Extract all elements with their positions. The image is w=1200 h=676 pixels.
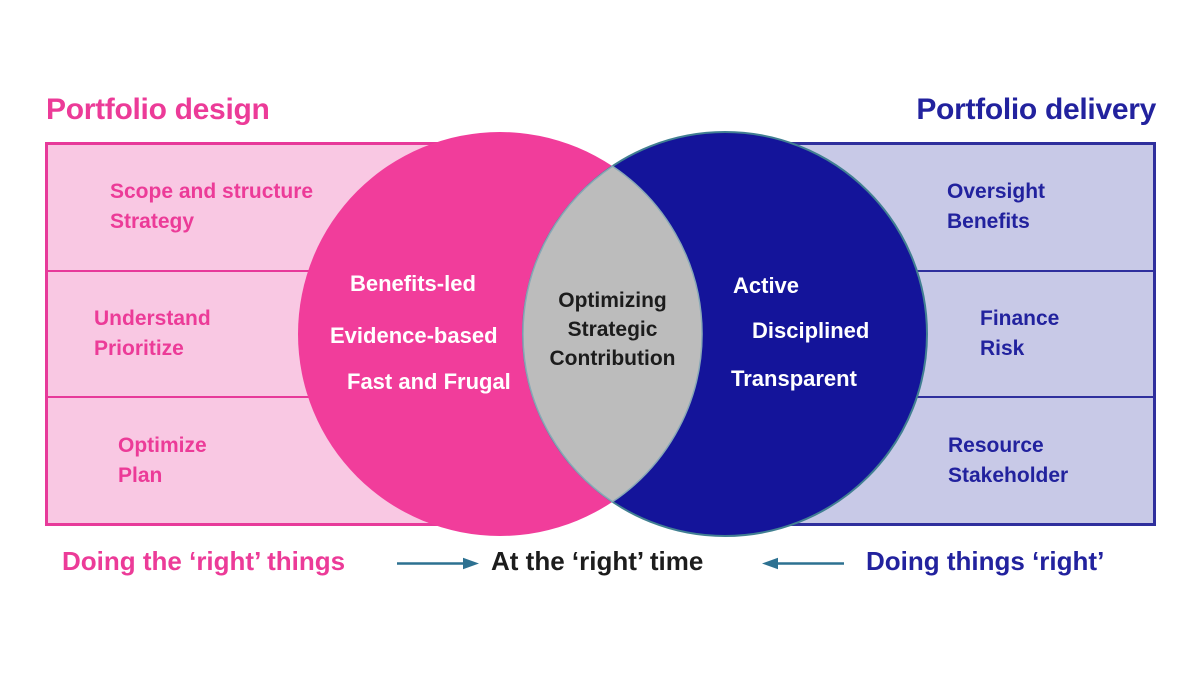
active-label: Active xyxy=(733,273,800,298)
overlap-lens xyxy=(522,165,703,503)
row-line: Understand xyxy=(94,307,211,330)
design-row-optimize-plan: Optimize Plan xyxy=(48,396,559,523)
row-text: Understand Prioritize xyxy=(48,304,211,364)
row-line: Plan xyxy=(118,463,163,487)
row-line: Oversight xyxy=(947,180,1046,204)
row-line: Finance xyxy=(980,307,1060,330)
arrow-right-icon xyxy=(397,557,479,570)
lens-line: Optimizing xyxy=(558,289,667,312)
at-right-time-label: At the ‘right’ time xyxy=(491,546,704,576)
row-line: Optimize xyxy=(118,433,207,457)
design-row-scope-strategy: Scope and structure Strategy xyxy=(48,145,559,270)
disciplined-label: Disciplined xyxy=(752,318,870,343)
row-line: Stakeholder xyxy=(948,463,1069,487)
transparent-label: Transparent xyxy=(731,366,857,391)
row-text: Finance Risk xyxy=(667,304,1059,364)
row-line: Risk xyxy=(980,337,1025,360)
row-text: Oversight Benefits xyxy=(667,177,1045,237)
optimizing-strategic-contribution-label: Optimizing Strategic Contribution xyxy=(512,286,713,373)
evidence-based-label: Evidence-based xyxy=(330,323,498,348)
doing-things-right-label: Doing things ‘right’ xyxy=(866,546,1105,576)
design-row-understand-prioritize: Understand Prioritize xyxy=(48,269,559,397)
delivery-row-oversight-benefits: Oversight Benefits xyxy=(667,145,1153,270)
row-line: Strategy xyxy=(110,210,195,234)
lens-line: Strategic xyxy=(567,318,658,341)
portfolio-delivery-title: Portfolio delivery xyxy=(916,93,1156,126)
row-line: Benefits xyxy=(947,210,1030,234)
doing-right-things-label: Doing the ‘right’ things xyxy=(62,546,346,576)
row-line: Resource xyxy=(948,433,1044,457)
row-text: Optimize Plan xyxy=(48,431,207,491)
portfolio-design-title: Portfolio design xyxy=(46,93,270,126)
row-text: Resource Stakeholder xyxy=(667,431,1068,491)
row-text: Scope and structure Strategy xyxy=(48,177,313,237)
lens-line: Contribution xyxy=(549,347,676,370)
row-line: Scope and structure xyxy=(110,180,314,204)
row-line: Prioritize xyxy=(94,337,184,360)
arrow-left-icon xyxy=(762,557,844,570)
benefits-led-label: Benefits-led xyxy=(350,271,476,296)
fast-and-frugal-label: Fast and Frugal xyxy=(347,369,511,394)
